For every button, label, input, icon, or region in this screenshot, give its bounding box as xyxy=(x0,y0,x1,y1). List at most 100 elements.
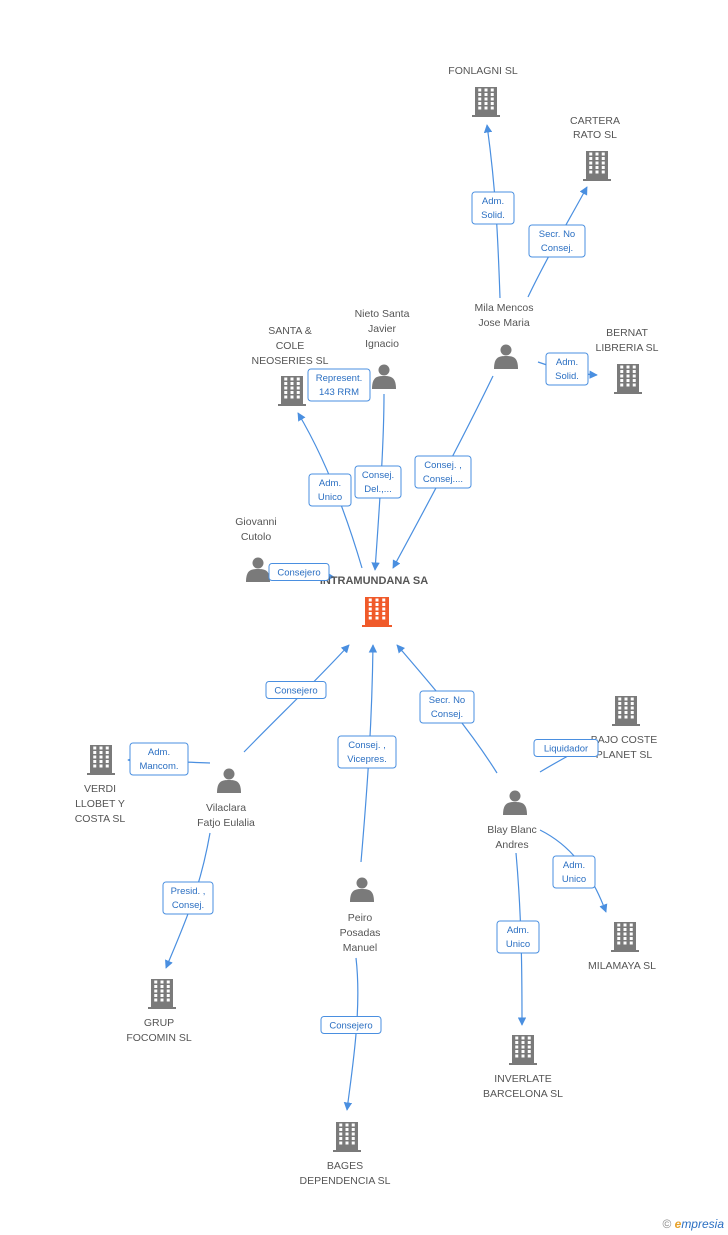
node-label-dependencia-sl: DEPENDENCIA SL xyxy=(299,1175,390,1187)
edge-label-text: 143 RRM xyxy=(319,387,359,398)
node-label-grup: GRUP xyxy=(144,1017,174,1029)
person-icon xyxy=(503,790,527,815)
brand-initial: e xyxy=(674,1217,682,1231)
edge-label-text: Mancom. xyxy=(139,761,178,772)
node-label-peiro: Peiro xyxy=(348,912,373,924)
edge-label-text: Consej. , xyxy=(348,740,386,751)
edge-label-text: Vicepres. xyxy=(347,754,386,765)
node-label-milamaya-sl: MILAMAYA SL xyxy=(588,960,656,972)
edge-label-text: Solid. xyxy=(481,210,505,221)
node-label-cole: COLE xyxy=(276,340,305,352)
company-node-inverlate[interactable]: INVERLATE BARCELONA SL xyxy=(483,1035,563,1100)
edge-label-mila-to-bernat[interactable]: Adm.Solid. xyxy=(545,352,589,386)
edge-label-blay-to-center[interactable]: Secr. No Consej. xyxy=(419,690,475,724)
node-label-libreria-sl: LIBRERIA SL xyxy=(595,342,658,354)
edge-label-text: Consejero xyxy=(277,568,320,579)
edge-label-text: Consejero xyxy=(329,1021,372,1032)
building-icon xyxy=(333,1122,361,1152)
edge-label-giovanni-to-center[interactable]: Consejero xyxy=(268,563,330,581)
edge-label-text: Consej. xyxy=(362,470,394,481)
edge-label-text: Adm. xyxy=(319,478,341,489)
edge-labels-layer: Adm.Solid.Secr. NoConsej.Adm.Solid.Conse… xyxy=(129,191,599,1034)
node-label-inverlate: INVERLATE xyxy=(494,1073,552,1085)
edge-label-nieto-to-center[interactable]: Consej.Del.,... xyxy=(354,465,402,499)
edge-label-text: Consej.... xyxy=(423,474,463,485)
node-label-bages: BAGES xyxy=(327,1160,363,1172)
node-label-vilaclara: Vilaclara xyxy=(206,802,246,814)
node-label-bajo-coste: BAJO COSTE xyxy=(591,734,658,746)
edge-label-text: Solid. xyxy=(555,371,579,382)
building-icon xyxy=(278,376,306,406)
node-label-posadas: Posadas xyxy=(340,927,381,939)
node-label-bernat: BERNAT xyxy=(606,327,648,339)
node-label-ignacio: Ignacio xyxy=(365,338,399,350)
node-label-costa-sl: COSTA SL xyxy=(75,813,126,825)
node-label-nieto-santa: Nieto Santa xyxy=(355,308,410,320)
edge-label-blay-to-bajo[interactable]: Liquidador xyxy=(533,739,599,757)
edge-label-blay-to-milamaya[interactable]: Adm. Unico xyxy=(552,855,596,889)
company-node-bajo[interactable]: BAJO COSTE PLANET SL xyxy=(591,696,658,761)
node-label-planet-sl: PLANET SL xyxy=(596,749,653,761)
center-company-node[interactable]: INTRAMUNDANA SA xyxy=(320,575,428,627)
edge-peiro-to-bages xyxy=(343,957,359,1111)
edge-label-text: Consej. xyxy=(431,709,463,720)
edge-label-text: Adm. xyxy=(148,747,170,758)
node-label-fatjo-eulalia: Fatjo Eulalia xyxy=(197,817,255,829)
building-icon xyxy=(612,696,640,726)
company-node-bages[interactable]: BAGES DEPENDENCIA SL xyxy=(299,1122,391,1187)
building-icon xyxy=(614,364,642,394)
building-icon xyxy=(611,922,639,952)
company-node-fonlagni[interactable]: FONLAGNI SL xyxy=(448,65,518,117)
copyright-symbol: © xyxy=(662,1217,672,1231)
person-icon xyxy=(494,344,518,369)
edge-label-text: Consej. xyxy=(172,900,204,911)
edge-label-text: Consejero xyxy=(274,686,317,697)
node-label-manuel: Manuel xyxy=(343,942,377,954)
brand-name: mpresia xyxy=(681,1217,724,1231)
node-label-cutolo: Cutolo xyxy=(241,531,272,543)
edge-label-text: Secr. No xyxy=(429,695,465,706)
node-label-jose-maria: Jose Maria xyxy=(478,317,530,329)
building-icon xyxy=(87,745,115,775)
edge-label-nieto-to-santa[interactable]: Represent.143 RRM xyxy=(307,368,371,402)
building-icon xyxy=(509,1035,537,1065)
edge-label-vilaclara-to-center[interactable]: Consejero xyxy=(265,681,327,699)
person-icon xyxy=(350,877,374,902)
node-label-intramundana-sa: INTRAMUNDANA SA xyxy=(320,575,428,587)
edge-label-peiro-to-center[interactable]: Consej. , Vicepres. xyxy=(337,735,397,769)
edge-label-text: Consej. xyxy=(541,243,573,254)
company-node-milamaya[interactable]: MILAMAYA SL xyxy=(588,922,656,972)
edge-label-text: Unico xyxy=(562,874,586,885)
company-node-grup[interactable]: GRUP FOCOMIN SL xyxy=(126,979,192,1044)
edge-label-text: Liquidador xyxy=(544,744,588,755)
edge-label-mila-to-fonlagni[interactable]: Adm.Solid. xyxy=(471,191,515,225)
building-icon xyxy=(362,597,392,627)
company-node-bernat[interactable]: BERNAT LIBRERIA SL xyxy=(595,327,659,394)
node-label-barcelona-sl: BARCELONA SL xyxy=(483,1088,563,1100)
node-label-focomin-sl: FOCOMIN SL xyxy=(126,1032,191,1044)
edge-label-mila-to-center[interactable]: Consej. ,Consej.... xyxy=(414,455,472,489)
edge-label-peiro-to-bages[interactable]: Consejero xyxy=(320,1016,382,1034)
node-label-cartera: CARTERA xyxy=(570,115,620,127)
node-label-llobet-y: LLOBET Y xyxy=(75,798,125,810)
edge-label-text: Adm. xyxy=(563,860,585,871)
edge-label-vilaclara-to-grup[interactable]: Presid. ,Consej. xyxy=(162,881,214,915)
edge-label-vilaclara-to-verdi[interactable]: Adm. Mancom. xyxy=(129,742,189,776)
edge-label-text: Adm. xyxy=(507,925,529,936)
edge-label-blay-to-inverlate[interactable]: Adm.Unico xyxy=(496,920,540,954)
person-icon xyxy=(217,768,241,793)
footer-brand[interactable]: © empresia xyxy=(662,1217,724,1231)
edge-label-santa-to-center[interactable]: Adm.Unico xyxy=(308,473,352,507)
